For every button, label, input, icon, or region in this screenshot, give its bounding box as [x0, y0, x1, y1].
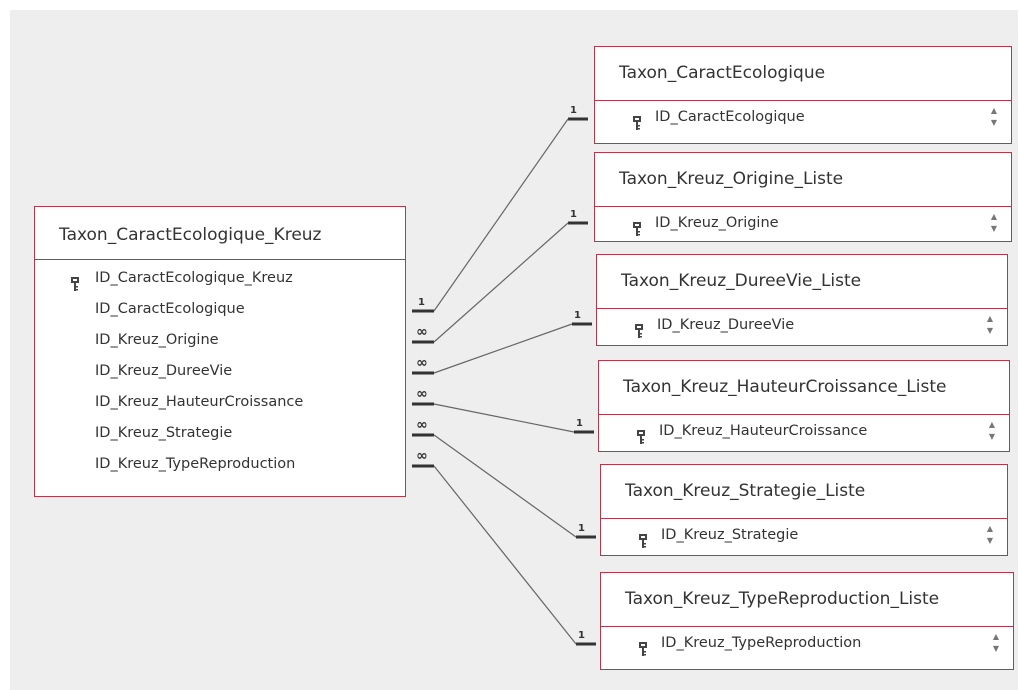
relationship-line[interactable]: ∞1	[412, 448, 596, 646]
field-row[interactable]: ID_Kreuz_HauteurCroissance	[599, 416, 1009, 447]
scroll-down-icon[interactable]: ▼	[992, 644, 1000, 653]
table-title: Taxon_Kreuz_Origine_Liste	[619, 169, 844, 189]
field-label: ID_Kreuz_Strategie	[95, 425, 233, 441]
scroll-up-icon[interactable]: ▲	[986, 314, 994, 323]
connector-line	[433, 465, 577, 645]
key-icon	[71, 272, 79, 291]
key-icon	[633, 217, 641, 236]
relationship-line[interactable]: ∞1	[412, 310, 592, 375]
field-scrollbar[interactable]: ▲▼	[983, 105, 1005, 131]
target-cardinality: 1	[578, 630, 585, 641]
field-label: ID_Kreuz_Origine	[655, 215, 779, 231]
table-title: Taxon_Kreuz_HauteurCroissance_Liste	[623, 377, 947, 397]
key-icon	[639, 637, 647, 656]
source-cardinality: ∞	[416, 417, 428, 433]
table-divider	[595, 206, 1011, 207]
field-label: ID_Kreuz_HauteurCroissance	[95, 394, 304, 410]
source-cardinality: ∞	[416, 448, 428, 464]
relationship-line[interactable]: ∞1	[412, 417, 596, 539]
table-divider	[597, 308, 1007, 309]
field-row[interactable]: ID_Kreuz_DureeVie	[35, 356, 405, 387]
connector-line	[433, 403, 575, 433]
table-title: Taxon_Kreuz_TypeReproduction_Liste	[625, 589, 940, 609]
key-icon	[635, 319, 643, 338]
source-cardinality: ∞	[416, 355, 428, 371]
scroll-down-icon[interactable]: ▼	[986, 536, 994, 545]
target-cardinality: 1	[578, 523, 585, 534]
table-title: Taxon_Kreuz_DureeVie_Liste	[621, 271, 862, 291]
scroll-down-icon[interactable]: ▼	[990, 118, 998, 127]
scroll-up-icon[interactable]: ▲	[988, 420, 996, 429]
table-divider	[599, 414, 1009, 415]
connector-line	[433, 323, 573, 374]
connector-line	[433, 222, 569, 343]
field-row[interactable]: ID_Kreuz_Strategie	[601, 520, 1007, 551]
relationship-line[interactable]: 11	[412, 105, 588, 313]
source-cardinality: 1	[418, 297, 425, 308]
relationship-line[interactable]: ∞1	[412, 386, 594, 434]
scroll-up-icon[interactable]: ▲	[986, 524, 994, 533]
field-row[interactable]: ID_CaractEcologique_Kreuz	[35, 263, 405, 294]
scroll-down-icon[interactable]: ▼	[990, 224, 998, 233]
field-label: ID_Kreuz_DureeVie	[657, 317, 795, 333]
source-cardinality: ∞	[416, 386, 428, 402]
table-divider	[601, 518, 1007, 519]
field-scrollbar[interactable]: ▲▼	[979, 313, 1001, 339]
key-icon	[633, 111, 641, 130]
target-cardinality: 1	[576, 418, 583, 429]
relationship-line[interactable]: ∞1	[412, 209, 588, 344]
connector-line	[433, 434, 577, 538]
table-taxon-caractecologique-kreuz[interactable]: Taxon_CaractEcologique_Kreuz ID_CaractEc…	[34, 206, 406, 497]
field-row[interactable]: ID_CaractEcologique	[595, 102, 1011, 133]
connector-line	[433, 118, 569, 312]
source-cardinality: ∞	[416, 324, 428, 340]
field-label: ID_Kreuz_HauteurCroissance	[659, 423, 868, 439]
field-row[interactable]: ID_Kreuz_Origine	[595, 208, 1011, 239]
field-row[interactable]: ID_Kreuz_DureeVie	[597, 310, 1007, 341]
scroll-up-icon[interactable]: ▲	[990, 212, 998, 221]
table-title: Taxon_CaractEcologique	[619, 63, 826, 83]
field-label: ID_Kreuz_DureeVie	[95, 363, 233, 379]
field-label: ID_Kreuz_TypeReproduction	[95, 456, 296, 472]
scroll-up-icon[interactable]: ▲	[990, 106, 998, 115]
field-label: ID_Kreuz_TypeReproduction	[661, 635, 862, 651]
field-row[interactable]: ID_Kreuz_Origine	[35, 325, 405, 356]
key-icon	[639, 529, 647, 548]
table-divider	[35, 259, 405, 260]
field-scrollbar[interactable]: ▲▼	[981, 419, 1003, 445]
key-icon	[637, 425, 645, 444]
field-label: ID_CaractEcologique	[95, 301, 245, 317]
scroll-down-icon[interactable]: ▼	[988, 432, 996, 441]
target-cardinality: 1	[570, 209, 577, 220]
field-scrollbar[interactable]: ▲▼	[983, 211, 1005, 237]
field-row[interactable]: ID_Kreuz_HauteurCroissance	[35, 387, 405, 418]
scroll-up-icon[interactable]: ▲	[992, 632, 1000, 641]
field-row[interactable]: ID_Kreuz_TypeReproduction	[601, 628, 1013, 659]
field-scrollbar[interactable]: ▲▼	[985, 631, 1007, 657]
field-row[interactable]: ID_Kreuz_TypeReproduction	[35, 449, 405, 480]
scroll-down-icon[interactable]: ▼	[986, 326, 994, 335]
field-label: ID_Kreuz_Strategie	[661, 527, 799, 543]
table-divider	[601, 626, 1013, 627]
field-scrollbar[interactable]: ▲▼	[979, 523, 1001, 549]
field-label: ID_CaractEcologique	[655, 109, 805, 125]
table-title: Taxon_Kreuz_Strategie_Liste	[625, 481, 866, 501]
table-title: Taxon_CaractEcologique_Kreuz	[59, 225, 322, 245]
field-label: ID_CaractEcologique_Kreuz	[95, 270, 293, 286]
field-label: ID_Kreuz_Origine	[95, 332, 219, 348]
target-cardinality: 1	[570, 105, 577, 116]
target-cardinality: 1	[574, 310, 581, 321]
field-row[interactable]: ID_Kreuz_Strategie	[35, 418, 405, 449]
field-row[interactable]: ID_CaractEcologique	[35, 294, 405, 325]
table-divider	[595, 100, 1011, 101]
